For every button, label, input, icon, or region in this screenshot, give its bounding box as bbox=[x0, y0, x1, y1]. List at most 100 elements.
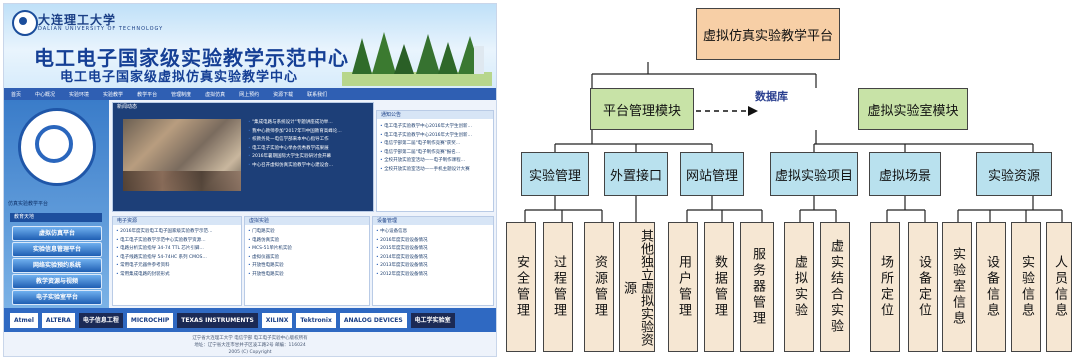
footer-line-1: 辽宁省大连理工大学 电信学部 电工电子实验中心版权所有 bbox=[192, 336, 308, 341]
list-item[interactable]: 中心召开虚拟仿真实验教学中心建设会… bbox=[245, 162, 369, 171]
website-screenshot: 大连理工大学 DALIAN UNIVERSITY OF TECHNOLOGY 电… bbox=[3, 3, 497, 357]
sponsor-logo[interactable]: TEXAS INSTRUMENTS bbox=[177, 312, 258, 328]
list-item[interactable]: 2012年度实验设备情况 bbox=[373, 271, 493, 280]
side-caption: 仿真实验教学平台 bbox=[8, 201, 49, 207]
sub-lab-resources: 实验资源 bbox=[976, 152, 1052, 196]
list-item[interactable]: 2016年度实验电工电子国家级实验教学示范… bbox=[113, 228, 241, 237]
list-item[interactable]: 我中心教师参加"2017年TI中国教育高峰论… bbox=[245, 128, 369, 137]
leaf-site-positioning: 场所定位 bbox=[870, 222, 900, 352]
list-item[interactable]: 虚拟仪器实验 bbox=[245, 254, 369, 263]
sponsor-logo[interactable]: Tektronix bbox=[296, 312, 336, 328]
root-node: 虚拟仿真实验教学平台 bbox=[696, 8, 840, 60]
equipment-panel: 设备管理 中心设备信息2016年度实验设备情况2015年度实验设备情况2014年… bbox=[372, 216, 494, 306]
leaf-equipment-positioning: 设备定位 bbox=[908, 222, 938, 352]
list-item[interactable]: MCS-51单片机实验 bbox=[245, 245, 369, 254]
list-item[interactable]: 全校开放实验室活动——电子制作课程… bbox=[377, 157, 493, 166]
sponsor-logo[interactable]: Atmel bbox=[10, 312, 38, 328]
nav-item[interactable]: 中心概况 bbox=[35, 91, 56, 98]
list-item[interactable]: 全校开放实验室活动——手机主题设计大赛 bbox=[377, 166, 493, 175]
platform-structure-diagram: 数据库 虚拟仿真实验教学平台 平台管理模块 虚拟实验室模块 实验管理 外置接口 … bbox=[500, 0, 1073, 358]
news-photo bbox=[123, 119, 241, 191]
list-item[interactable]: 2013年度实验设备情况 bbox=[373, 262, 493, 271]
module-virtual-lab: 虚拟实验室模块 bbox=[858, 88, 968, 130]
leaf-experiment-info: 实验信息 bbox=[1011, 222, 1041, 352]
leaf-equipment-info: 设备信息 bbox=[976, 222, 1006, 352]
list-item[interactable]: "集成电路与系统设计"专题讲座成功举… bbox=[245, 119, 369, 128]
nav-item[interactable]: 联系我们 bbox=[307, 91, 328, 98]
nav-item[interactable]: 实验环境 bbox=[69, 91, 90, 98]
leaf-virtual-real-experiment: 虚实结合实验 bbox=[820, 222, 850, 352]
list-item[interactable]: 开放性电路实验 bbox=[245, 262, 369, 271]
sponsor-logo[interactable]: ALTERA bbox=[41, 312, 75, 328]
sub-virtual-scene: 虚拟场景 bbox=[869, 152, 941, 196]
nav-item[interactable]: 教学平台 bbox=[137, 91, 158, 98]
connector-lines bbox=[524, 62, 1063, 222]
footer-line-2: 地址：辽宁省大连市甘井子区凌工路2号 邮编：116024 bbox=[194, 343, 306, 348]
sponsor-logo[interactable]: ANALOG DEVICES bbox=[339, 312, 407, 328]
virtual-lab-list: 门电路实验电路仿真实验MCS-51单片机实验虚拟仪器实验开放性电路实验开放性电路… bbox=[245, 225, 369, 279]
list-item[interactable]: 2016年度实验设备情况 bbox=[373, 237, 493, 246]
side-button-virtual-platform[interactable]: 虚拟仿真平台 bbox=[12, 226, 102, 241]
nav-item[interactable]: 管理制度 bbox=[171, 91, 192, 98]
module-platform-management: 平台管理模块 bbox=[590, 88, 694, 130]
list-item[interactable]: 电信学部第二届"电子制作竞赛"获奖… bbox=[377, 140, 493, 149]
list-item[interactable]: 电工电子实验教学中心2016年大学生创新… bbox=[377, 132, 493, 141]
nav-item[interactable]: 资源下载 bbox=[273, 91, 294, 98]
sponsor-logo[interactable]: 电子信息工程 bbox=[78, 312, 123, 328]
resource-panel-head: 电子资源 bbox=[113, 217, 241, 225]
list-item[interactable]: 电工电子实验教学中心2016年大学生创新… bbox=[377, 123, 493, 132]
site-title-main: 电工电子国家级实验教学示范中心 bbox=[34, 46, 349, 70]
side-button-lab-platform[interactable]: 电子实验室平台 bbox=[12, 290, 102, 305]
list-item[interactable]: 电信学部第二届"电子制作竞赛"报名… bbox=[377, 149, 493, 158]
sub-website-management: 网站管理 bbox=[680, 152, 744, 196]
nav-item[interactable]: 首页 bbox=[11, 91, 22, 98]
university-name: 大连理工大学 bbox=[38, 13, 117, 27]
list-item[interactable]: 常用电子元器件参考资料 bbox=[113, 262, 241, 271]
list-item[interactable]: 2016年暑期国际大学生实验研讨会开幕 bbox=[245, 153, 369, 162]
list-item[interactable]: 2015年度实验设备情况 bbox=[373, 245, 493, 254]
campus-trees-illustration bbox=[342, 32, 492, 86]
news-list: "集成电路与系统设计"专题讲座成功举…我中心教师参加"2017年TI中国教育高峰… bbox=[245, 119, 369, 170]
site-nav-bar: 首页 中心概况 实验环境 实验教学 教学平台 管理制度 虚拟仿真 网上预约 资源下载 联系我们 bbox=[4, 88, 496, 100]
list-item[interactable]: 电路仿真实验 bbox=[245, 237, 369, 246]
leaf-process-management: 过程管理 bbox=[543, 222, 573, 352]
sub-experiment-management: 实验管理 bbox=[521, 152, 589, 196]
nav-item[interactable]: 网上预约 bbox=[239, 91, 260, 98]
side-button-info-management[interactable]: 实验信息管理平台 bbox=[12, 242, 102, 257]
virtual-lab-panel: 虚拟实验 门电路实验电路仿真实验MCS-51单片机实验虚拟仪器实验开放性电路实验… bbox=[244, 216, 370, 306]
resource-list: 2016年度实验电工电子国家级实验教学示范…电工电子实验教学示范中心实验教学资源… bbox=[113, 225, 241, 279]
list-item[interactable]: 门电路实验 bbox=[245, 228, 369, 237]
site-header: 大连理工大学 DALIAN UNIVERSITY OF TECHNOLOGY 电… bbox=[4, 4, 496, 88]
database-label: 数据库 bbox=[755, 90, 788, 103]
sponsor-logo[interactable]: 电工学实验室 bbox=[410, 312, 455, 328]
site-footer: 辽宁省大连理工大学 电信学部 电工电子实验中心版权所有 地址：辽宁省大连市甘井子… bbox=[4, 332, 496, 356]
list-item[interactable]: 电子线路实验指导 54-74HC 系列 CMOS… bbox=[113, 254, 241, 263]
leaf-independent-virtual-resources: 其他独立虚拟实验资源 bbox=[619, 222, 655, 352]
side-button-booking[interactable]: 网络实验预约系统 bbox=[12, 258, 102, 273]
side-button-resources[interactable]: 教学资源与视频 bbox=[12, 274, 102, 289]
sub-virtual-lab-projects: 虚拟实验项目 bbox=[770, 152, 858, 196]
sponsor-logo[interactable]: MICROCHIP bbox=[126, 312, 174, 328]
leaf-safety-management: 安全管理 bbox=[506, 222, 536, 352]
nav-item[interactable]: 实验教学 bbox=[103, 91, 124, 98]
equipment-panel-head: 设备管理 bbox=[373, 217, 493, 225]
notice-panel: 通知公告 电工电子实验教学中心2016年大学生创新…电工电子实验教学中心2016… bbox=[376, 110, 494, 212]
site-left-column: 仿真实验教学平台 教育天地 虚拟仿真平台 实验信息管理平台 网络实验预约系统 教… bbox=[4, 100, 109, 308]
list-item[interactable]: 2014年度实验设备情况 bbox=[373, 254, 493, 263]
notice-list: 电工电子实验教学中心2016年大学生创新…电工电子实验教学中心2016年大学生创… bbox=[377, 119, 493, 174]
list-item[interactable]: 开放性电路实验 bbox=[245, 271, 369, 280]
sponsor-logo[interactable]: XILINX bbox=[261, 312, 293, 328]
site-title-sub: 电工电子国家级虚拟仿真实验教学中心 bbox=[60, 70, 299, 85]
list-item[interactable]: 电路分析实验指导 34-74 TTL 芯片引脚… bbox=[113, 245, 241, 254]
list-item[interactable]: 常用集成电路的封装形式 bbox=[113, 271, 241, 280]
leaf-server-management: 服务器管理 bbox=[740, 222, 774, 352]
leaf-user-management: 用户管理 bbox=[668, 222, 698, 352]
nav-item[interactable]: 虚拟仿真 bbox=[205, 91, 226, 98]
footer-line-3: 2005 (C) Copyright bbox=[228, 350, 272, 355]
list-item[interactable]: 校教务处一电信学部来本中心指导工作 bbox=[245, 136, 369, 145]
leaf-data-management: 数据管理 bbox=[704, 222, 734, 352]
list-item[interactable]: 电工电子实验中心举办优秀教学成果展 bbox=[245, 145, 369, 154]
list-item[interactable]: 电工电子实验教学示范中心实验教学资源… bbox=[113, 237, 241, 246]
list-item[interactable]: 中心设备信息 bbox=[373, 228, 493, 237]
